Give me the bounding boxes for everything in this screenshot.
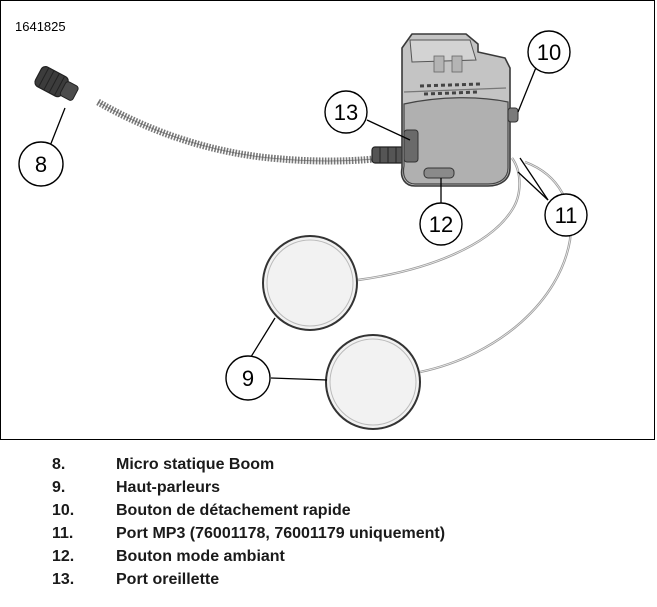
speaker-lower-inner: [329, 338, 417, 426]
leader-10: [517, 64, 538, 113]
legend-label: Haut-parleurs: [116, 479, 221, 496]
speaker-lower: [325, 334, 421, 430]
legend-number: 9.: [52, 479, 66, 496]
legend-label: Bouton de détachement rapide: [116, 502, 351, 519]
legend-number: 8.: [52, 456, 66, 473]
figure-id: 1641825: [15, 19, 66, 34]
legend-label: Port MP3 (76001178, 76001179 uniquement): [116, 525, 446, 542]
speaker-cable-lower: [419, 160, 572, 374]
svg-text:12: 12: [429, 212, 453, 237]
callout-10: 10: [527, 30, 571, 74]
boom-microphone: [34, 66, 79, 101]
quick-release-button: [507, 107, 519, 123]
svg-text:13: 13: [334, 100, 358, 125]
leader-11b: [519, 157, 549, 201]
headset-illustration: 8 10 13 12 11 9: [18, 30, 588, 430]
speaker-upper: [262, 235, 358, 331]
speaker-cable-lower-inner: [419, 161, 572, 373]
leader-11a: [517, 171, 549, 201]
callout-8: 8: [18, 141, 64, 187]
speaker-upper-inner: [266, 239, 354, 327]
boom-connector: [371, 146, 405, 164]
legend-number: 11.: [52, 525, 74, 542]
legend-label: Port oreillette: [116, 571, 220, 588]
svg-text:9: 9: [242, 366, 254, 391]
legend-number: 10.: [52, 502, 75, 519]
callout-11: 11: [544, 193, 588, 237]
leader-9b: [270, 377, 328, 381]
callout-12: 12: [419, 202, 463, 246]
leader-8: [49, 107, 66, 147]
svg-text:11: 11: [555, 203, 578, 228]
callout-13: 13: [324, 90, 368, 134]
legend-number: 12.: [52, 548, 75, 565]
svg-text:8: 8: [35, 152, 47, 177]
boom-gooseneck-outline: [97, 101, 409, 162]
leader-9a: [248, 317, 276, 361]
speaker-cable-upper-inner: [357, 157, 520, 281]
svg-text:10: 10: [537, 40, 561, 65]
legend-label: Micro statique Boom: [116, 456, 275, 473]
communication-unit: [400, 33, 511, 187]
parts-legend: 8. Micro statique Boom 9. Haut-parleurs …: [0, 448, 657, 607]
leader-13: [366, 119, 411, 141]
callout-9: 9: [225, 355, 271, 401]
legend-label: Bouton mode ambiant: [116, 548, 285, 565]
legend-number: 13.: [52, 571, 75, 588]
